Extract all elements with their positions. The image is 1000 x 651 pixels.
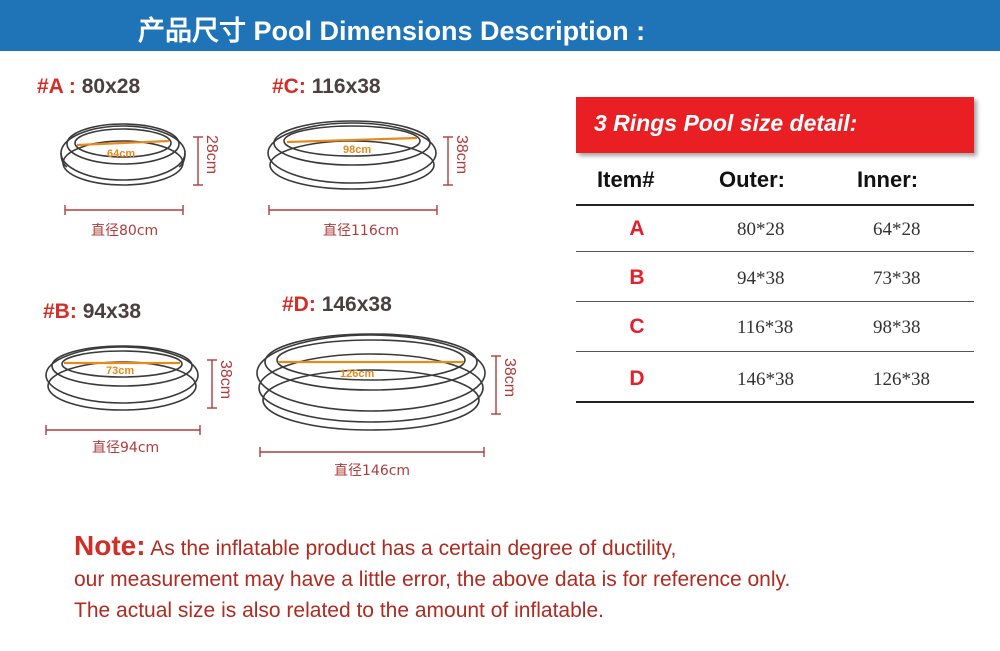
note-line-3: The actual size is also related to the a… [74, 599, 604, 622]
pool-d-inner-rim [276, 339, 466, 381]
table-row-c-outer: 116*38 [737, 317, 794, 338]
table-row-d-outer: 146*38 [737, 369, 794, 390]
table-row-c-item: C [629, 315, 645, 338]
pool-c-height-label: 38cm [453, 135, 470, 174]
pool-c-outer-ring [267, 122, 437, 184]
table-row-d-inner: 126*38 [873, 369, 930, 390]
pool-b-inner-rim [61, 350, 183, 378]
pool-b-dims: 94x38 [82, 300, 142, 323]
table-rule-bottom [576, 401, 974, 403]
table-rule-top [576, 204, 974, 206]
table-row-a-item: A [629, 217, 645, 240]
pool-c-illustration: 98cm 38cm 直径116cm [267, 120, 470, 239]
table-row-a-inner: 64*28 [873, 219, 921, 240]
pool-d-mid-ring [258, 353, 484, 423]
pool-a-dims: 80x28 [81, 75, 141, 98]
pool-b-tag: #B: [43, 300, 77, 323]
pool-a-inner-label: 64cm [107, 148, 135, 160]
table-header-outer: Outer: [719, 167, 785, 192]
table-row-b-outer: 94*38 [737, 268, 785, 289]
pool-a-top-ring [66, 123, 180, 165]
pool-a-label: #A : 80x28 [37, 75, 140, 99]
table-row-d-item: D [629, 367, 645, 390]
pool-c-tag: #C: [272, 75, 306, 98]
pool-a-diameter-label: 直径80cm [91, 222, 158, 239]
note-line-2: our measurement may have a little error,… [74, 568, 791, 591]
pool-a-tag: #A : [37, 75, 76, 98]
table-row-c-inner: 98*38 [873, 317, 921, 338]
note-block: Note: As the inflatable product has a ce… [74, 530, 954, 626]
table-rule-1 [576, 251, 974, 252]
pool-a-height-label: 28cm [203, 135, 220, 174]
pool-a-illustration: 64cm 28cm 直径80cm [60, 123, 220, 239]
page-title: 产品尺寸 Pool Dimensions Description : [138, 16, 646, 46]
pool-d-inner-label: 126cm [340, 368, 374, 380]
pool-b-height-label: 38cm [217, 360, 234, 399]
pool-c-inner-label: 98cm [343, 144, 371, 156]
header-bar: 产品尺寸 Pool Dimensions Description : [0, 0, 1000, 51]
pool-b-outer-ring [45, 346, 199, 404]
pool-d-diameter-label: 直径146cm [334, 462, 410, 479]
pool-c-diameter-label: 直径116cm [323, 222, 399, 239]
pool-a-mid-ring [62, 140, 184, 186]
pool-a-inner-rim [74, 128, 172, 158]
pool-d-height-label: 38cm [501, 358, 518, 397]
pool-c-dims: 116x38 [311, 75, 381, 98]
pool-c-label: #C: 116x38 [272, 75, 381, 99]
pool-b-inner-label: 73cm [106, 365, 134, 377]
pool-c-inner-line [286, 136, 418, 144]
note-line-1: Note: As the inflatable product has a ce… [74, 530, 954, 564]
table-row-b-item: B [629, 266, 645, 289]
table-header-item: Item# [597, 167, 655, 192]
table-rule-3 [576, 351, 974, 352]
table-title: 3 Rings Pool size detail: [594, 110, 858, 136]
table-rule-2 [576, 301, 974, 302]
table-row-a-outer: 80*28 [737, 219, 785, 240]
table-banner: 3 Rings Pool size detail: [576, 97, 974, 153]
pool-d-bottom-ring [262, 369, 480, 431]
note-text-1: As the inflatable product has a certain … [145, 537, 677, 560]
pool-b-label: #B: 94x38 [43, 300, 141, 324]
pool-c-inner-rim [283, 125, 421, 157]
pool-d-label: #D: 146x38 [282, 293, 392, 317]
pool-b-top-ring [51, 345, 193, 387]
pool-a-inner-line [76, 139, 170, 147]
table-row-b-inner: 73*38 [873, 268, 921, 289]
note-label: Note: [74, 530, 146, 561]
pool-c-top-ring [273, 120, 431, 166]
pool-d-illustration: 126cm 38cm 直径146cm [256, 333, 518, 479]
pool-d-top-ring [264, 333, 478, 391]
pool-b-illustration: 73cm 38cm 直径94cm [45, 345, 234, 456]
pool-d-outer-ring [256, 334, 486, 412]
pool-b-diameter-label: 直径94cm [92, 439, 159, 456]
pool-d-dims: 146x38 [321, 293, 392, 316]
pool-d-tag: #D: [282, 293, 316, 316]
table-header-inner: Inner: [857, 167, 919, 192]
